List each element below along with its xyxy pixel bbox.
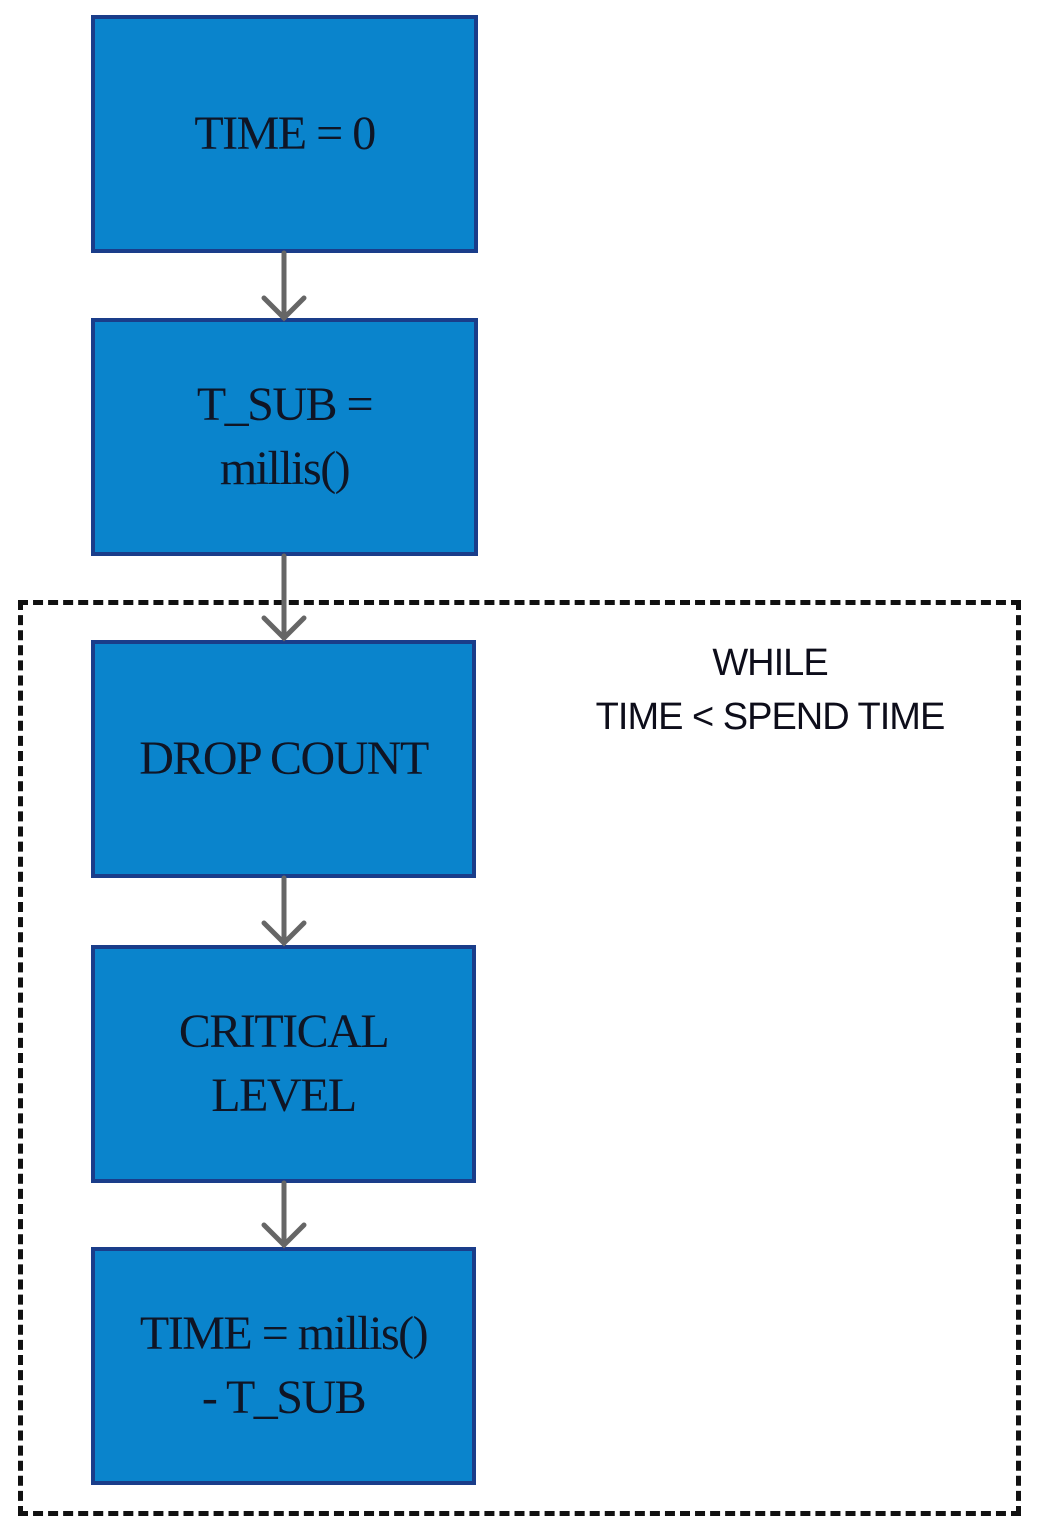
arrow-1 — [261, 250, 307, 322]
critical-level-text-line-2: LEVEL — [211, 1069, 357, 1122]
time-init-text: TIME = 0 — [194, 107, 376, 160]
time-update-text-line-1: TIME = millis() — [139, 1307, 429, 1360]
while-loop-frame — [18, 600, 1021, 1516]
t-sub-text-line-1: T_SUB = — [196, 378, 374, 431]
time-update-box: TIME = millis() - T_SUB — [91, 1247, 476, 1485]
critical-level-box: CRITICAL LEVEL — [91, 945, 476, 1183]
drop-count-text: DROP COUNT — [139, 732, 429, 785]
loop-label-line-1: WHILE — [712, 642, 828, 684]
loop-label-line-2: TIME < SPEND TIME — [595, 696, 946, 738]
time-update-text-line-2: - T_SUB — [201, 1371, 367, 1424]
critical-level-text-line-1: CRITICAL — [178, 1005, 390, 1058]
t-sub-text-line-2: millis() — [219, 442, 351, 495]
arrow-3 — [261, 875, 307, 947]
arrow-4 — [261, 1180, 307, 1249]
t-sub-box: T_SUB = millis() — [91, 318, 478, 556]
while-loop-label: WHILE TIME < SPEND TIME — [560, 636, 980, 744]
arrow-2 — [261, 553, 307, 642]
